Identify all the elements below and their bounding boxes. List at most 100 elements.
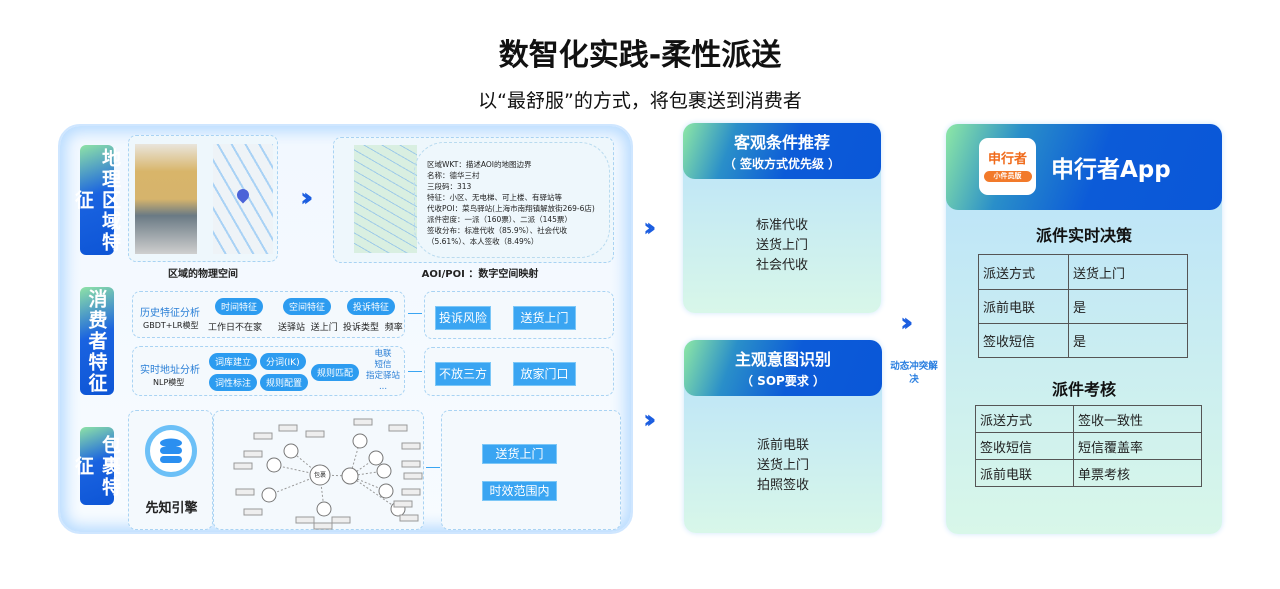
consumer-label: 消费者特征 <box>80 287 114 395</box>
match-results: 电联 短信 指定驿站 ... <box>361 349 405 393</box>
complaint-feature-tag: 投诉特征 <box>347 298 396 315</box>
chevron-right-icon: ›› <box>900 308 914 338</box>
database-icon <box>145 425 197 477</box>
door-delivery-output: 送货上门 <box>513 306 576 330</box>
building-photo <box>135 144 197 254</box>
subjective-card: 主观意图识别 （ SOP要求 ） 派前电联 送货上门 拍照签收 <box>684 340 882 533</box>
space-feature-tag: 空间特征 <box>283 298 332 315</box>
list-item: 标准代收 <box>755 218 808 233</box>
complaint-feature-items: 投诉类型 频率 <box>343 323 403 333</box>
assessment-table: 派送方式签收一致性 签收短信短信覆盖率 派前电联单票考核 <box>975 405 1202 487</box>
chevron-right-icon: ›› <box>643 213 657 243</box>
result-call: 电联 <box>374 349 392 359</box>
subjective-subtitle: （ SOP要求 ） <box>741 374 825 388</box>
geo-label: 地理区域特征 <box>72 145 121 255</box>
time-feature-tag: 时间特征 <box>215 298 264 315</box>
result-sms: 短信 <box>374 360 392 370</box>
location-pin-icon <box>234 186 252 204</box>
realtime-output-box: 不放三方 放家门口 <box>424 347 614 396</box>
decision-table: 派送方式送货上门 派前电联是 签收短信是 <box>978 254 1188 358</box>
app-header: 申行者 小件员版 申行者App <box>946 124 1222 210</box>
arrow-right <box>408 313 422 314</box>
logo-text: 申行者 <box>987 152 1027 167</box>
physical-space-box <box>128 135 278 262</box>
cell: 是 <box>1068 289 1188 324</box>
assessment-title: 派件考核 <box>1051 380 1116 399</box>
result-more: ... <box>378 382 388 392</box>
info-line: 名称：德华三村 <box>427 171 480 180</box>
leave-at-door-output: 放家门口 <box>513 362 576 386</box>
result-station: 指定驿站 <box>365 371 400 381</box>
cell: 派前电联 <box>975 459 1074 487</box>
arrow-right <box>408 371 422 372</box>
map-image <box>213 144 273 254</box>
list-item: 社会代收 <box>755 258 808 273</box>
subjective-list: 派前电联 送货上门 拍照签收 <box>684 436 882 496</box>
step-rule-match: 规则匹配 <box>311 364 360 381</box>
mind-map: 包裹 <box>213 410 424 530</box>
table-row: 签收短信是 <box>978 323 1188 358</box>
door-delivery-output: 送货上门 <box>482 444 557 464</box>
info-line: 签收分布：标准代收（85.9%）、社会代收（5.61%）、本人签收（8.49%） <box>427 226 568 246</box>
step-rule-config: 规则配置 <box>260 374 309 391</box>
chevron-right-icon: ›› <box>643 405 657 435</box>
cell: 派送方式 <box>978 254 1069 290</box>
realtime-analysis-box: 实时地址分析 NLP模型 词库建立 分词(IK) 词性标注 规则配置 规则匹配 … <box>132 346 405 396</box>
decision-title: 派件实时决策 <box>1035 226 1132 245</box>
info-line: 派件密度：一派（160票）、二派（145票） <box>427 215 572 224</box>
realtime-model: NLP模型 <box>153 378 185 387</box>
subjective-title: 主观意图识别 <box>734 350 831 369</box>
mind-map-graph <box>233 418 423 530</box>
table-row: 签收短信短信覆盖率 <box>975 432 1202 460</box>
cell: 签收短信 <box>978 323 1069 358</box>
package-output-box: 送货上门 时效范围内 <box>441 410 621 530</box>
step-pos-tag: 词性标注 <box>209 374 258 391</box>
cell: 短信覆盖率 <box>1073 432 1202 460</box>
cell: 是 <box>1068 323 1188 358</box>
app-logo: 申行者 小件员版 <box>979 138 1036 195</box>
history-title: 历史特征分析 <box>140 308 200 319</box>
objective-title: 客观条件推荐 <box>733 133 830 152</box>
digital-caption: AOI/POI ：数字空间映射 <box>421 269 539 280</box>
page-subtitle: 以“最舒服”的方式，将包裹送到消费者 <box>478 90 802 112</box>
step-tokenize: 分词(IK) <box>260 353 306 370</box>
physical-caption: 区域的物理空间 <box>168 269 238 280</box>
conflict-resolution-label: 动态冲突解决 <box>890 361 938 385</box>
package-label: 包裹特征 <box>72 427 121 505</box>
page-title: 数智化实践-柔性派送 <box>498 38 782 73</box>
cell: 送货上门 <box>1068 254 1188 290</box>
within-sla-output: 时效范围内 <box>482 481 557 501</box>
aoi-map-image <box>354 145 417 253</box>
aoi-info: 区域WKT：描述AOI的地图边界 名称：德华三村 三段码：313 特征：小区、无… <box>414 142 610 258</box>
cell: 派送方式 <box>975 405 1074 433</box>
info-line: 三段码：313 <box>427 182 472 191</box>
cell: 签收短信 <box>975 432 1074 460</box>
objective-card: 客观条件推荐 （ 签收方式优先级 ） 标准代收 送货上门 社会代收 <box>683 123 881 313</box>
realtime-title: 实时地址分析 <box>140 365 200 376</box>
logo-subtext: 小件员版 <box>983 171 1032 182</box>
objective-header: 客观条件推荐 （ 签收方式优先级 ） <box>683 123 881 179</box>
info-line: 区域WKT：描述AOI的地图边界 <box>427 160 532 169</box>
step-lexicon: 词库建立 <box>209 353 258 370</box>
info-line: 特征：小区、无电梯、可上楼、有驿站等 <box>427 193 562 202</box>
mind-map-center: 包裹 <box>313 472 326 479</box>
objective-subtitle: （ 签收方式优先级 ） <box>723 157 841 171</box>
app-title: 申行者App <box>1051 157 1171 183</box>
info-line: 代收POI：菜鸟驿站(上海市南翔镇解放街269-6店) <box>427 204 595 213</box>
space-feature-items: 送驿站 送上门 <box>278 323 338 333</box>
table-row: 派前电联单票考核 <box>975 459 1202 487</box>
cell: 签收一致性 <box>1073 405 1202 433</box>
cell: 单票考核 <box>1073 459 1202 487</box>
list-item: 送货上门 <box>756 458 809 473</box>
arrow-right <box>426 467 440 468</box>
list-item: 拍照签收 <box>756 478 809 493</box>
complaint-risk-output: 投诉风险 <box>435 306 491 330</box>
no-third-party-output: 不放三方 <box>435 362 491 386</box>
table-row: 派前电联是 <box>978 289 1188 324</box>
subjective-header: 主观意图识别 （ SOP要求 ） <box>684 340 882 396</box>
objective-list: 标准代收 送货上门 社会代收 <box>683 216 881 276</box>
history-output-box: 投诉风险 送货上门 <box>424 291 614 339</box>
digital-space-box: 区域WKT：描述AOI的地图边界 名称：德华三村 三段码：313 特征：小区、无… <box>333 137 614 263</box>
engine-box: 先知引擎 <box>128 410 213 530</box>
time-feature-items: 工作日不在家 <box>208 323 263 333</box>
